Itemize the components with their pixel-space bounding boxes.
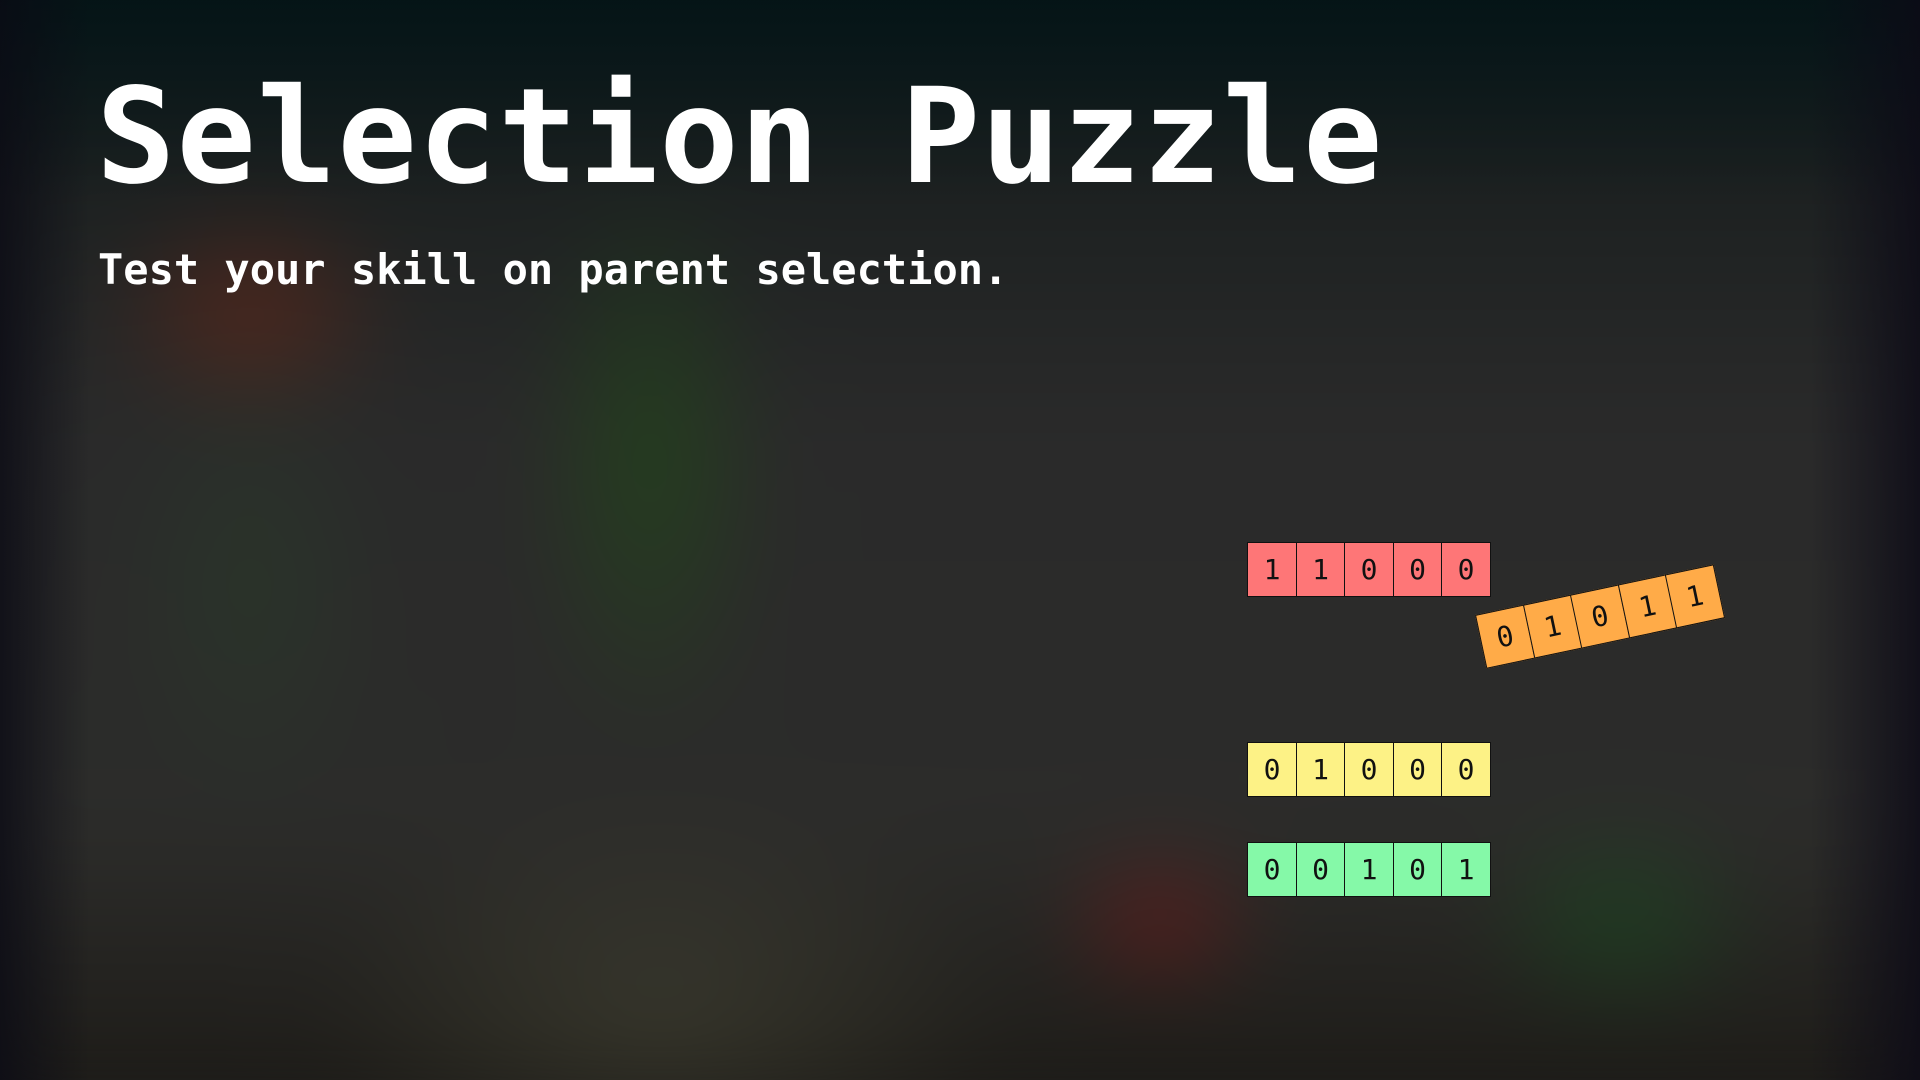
page-title: Selection Puzzle bbox=[96, 60, 1384, 214]
vignette-top bbox=[0, 0, 1920, 200]
gene-cell: 0 bbox=[1392, 542, 1443, 597]
gene-cell: 0 bbox=[1392, 742, 1443, 797]
gene-cell: 0 bbox=[1344, 542, 1394, 597]
gene-cell: 1 bbox=[1344, 842, 1394, 897]
gene-cell: 0 bbox=[1295, 842, 1346, 897]
page-subtitle: Test your skill on parent selection. bbox=[98, 245, 1009, 294]
chromosome-red[interactable]: 1 1 0 0 0 bbox=[1247, 542, 1491, 597]
gene-cell: 0 bbox=[1247, 842, 1297, 897]
chromosome-green[interactable]: 0 0 1 0 1 bbox=[1247, 842, 1491, 897]
vignette-right bbox=[1810, 0, 1920, 1080]
chromosome-yellow[interactable]: 0 1 0 0 0 bbox=[1247, 742, 1491, 797]
vignette-left bbox=[0, 0, 90, 1080]
gene-cell: 1 bbox=[1247, 542, 1297, 597]
gene-cell: 1 bbox=[1295, 542, 1346, 597]
gene-cell: 0 bbox=[1441, 542, 1491, 597]
gene-cell: 0 bbox=[1392, 842, 1443, 897]
gene-cell: 0 bbox=[1441, 742, 1491, 797]
gene-cell: 0 bbox=[1344, 742, 1394, 797]
gene-cell: 1 bbox=[1441, 842, 1491, 897]
gene-cell: 1 bbox=[1295, 742, 1346, 797]
gene-cell: 0 bbox=[1247, 742, 1297, 797]
